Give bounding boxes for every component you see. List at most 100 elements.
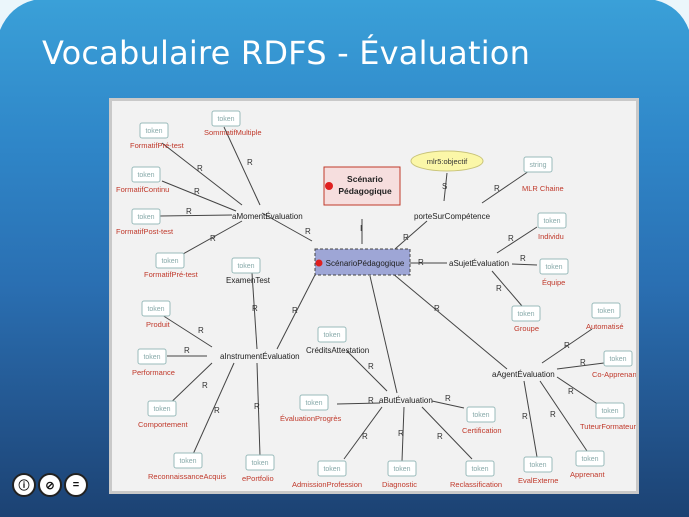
- edge-abut-certif: [431, 400, 465, 409]
- edge-credits-abut: [346, 350, 388, 392]
- svg-text:token: token: [393, 466, 410, 473]
- svg-text:string: string: [529, 162, 546, 169]
- svg-text:token: token: [145, 128, 162, 135]
- label-automatise: Automatisé: [586, 322, 624, 331]
- svg-text:token: token: [471, 466, 488, 473]
- label-formatif-pre1: FormatifPré-test: [130, 141, 185, 150]
- token-groupe: token: [511, 305, 541, 322]
- label-tuteur: TuteurFormateur: [580, 422, 636, 431]
- cc-nc-icon: ⊘: [38, 473, 62, 497]
- svg-text:token: token: [529, 462, 546, 469]
- label-eportfolio: ePortfolio: [242, 474, 274, 483]
- token-post: token: [131, 208, 161, 225]
- edge-aagent-apprenant: [539, 380, 588, 452]
- token-certification: token: [466, 406, 496, 423]
- cc-nd-icon: =: [64, 473, 88, 497]
- token-cont: token: [131, 166, 161, 183]
- svg-text:token: token: [609, 356, 626, 363]
- token-admission: token: [317, 460, 347, 477]
- token-eportfolio: token: [245, 454, 275, 471]
- token-progres: token: [299, 394, 329, 411]
- token-tuteur: token: [595, 402, 625, 419]
- svg-text:token: token: [323, 332, 340, 339]
- edge-abut-diagnostic: [401, 406, 405, 462]
- label-formatif-pre2: FormatifPré-test: [144, 270, 199, 279]
- edge-center-amoment: [261, 212, 313, 242]
- token-equipe: token: [539, 258, 569, 275]
- label-apprenant: Apprenant: [570, 470, 606, 479]
- svg-text:token: token: [153, 406, 170, 413]
- token-performance: token: [137, 348, 167, 365]
- edge-label-r5: R: [197, 164, 203, 173]
- rdfs-diagram: R I R R R R R R R S R R R R R R R R R R: [109, 98, 639, 494]
- value-labels: SommatifMultiple FormatifPré-test Format…: [116, 128, 636, 489]
- edge-label-r1: R: [305, 227, 311, 236]
- edge-ainstr-produit: [161, 314, 213, 348]
- edge-abut-admission: [343, 406, 383, 460]
- token-comportement: token: [147, 400, 177, 417]
- edge-label-r16: R: [184, 346, 190, 355]
- edge-label-r12: R: [496, 284, 502, 293]
- edge-center-ainstrument: [276, 270, 318, 350]
- label-diagnostic: Diagnostic: [382, 480, 417, 489]
- edge-label-r23: R: [445, 394, 451, 403]
- edge-label-r9: R: [494, 184, 500, 193]
- svg-text:token: token: [581, 456, 598, 463]
- svg-text:token: token: [161, 258, 178, 265]
- svg-text:token: token: [137, 172, 154, 179]
- edge-label-r25: R: [398, 429, 404, 438]
- label-credits: CréditsAttestation: [306, 346, 369, 355]
- edge-center-aagent: [391, 272, 508, 370]
- token-pre2: token: [155, 252, 185, 269]
- edge-amoment-pre1: [161, 142, 243, 206]
- edge-amoment-cont: [161, 180, 237, 212]
- edge-asujet-equipe: [511, 263, 538, 266]
- label-formatif-post: FormatifPost-test: [116, 227, 174, 236]
- scenario-center-node[interactable]: ScénarioPédagogique: [314, 248, 411, 276]
- token-boxes: token token token token token: [131, 110, 633, 477]
- node-amoment: aMomentÉvaluation: [232, 212, 303, 221]
- label-reclassification: Reclassification: [450, 480, 502, 489]
- edge-amoment-pre2: [173, 220, 243, 260]
- edge-aagent-evalext: [523, 380, 538, 458]
- svg-text:token: token: [472, 412, 489, 419]
- edge-label-r24: R: [362, 432, 368, 441]
- svg-text:token: token: [237, 263, 254, 270]
- label-evaluation-progres: ÉvaluationProgrès: [280, 414, 342, 423]
- edge-label-r29: R: [568, 387, 574, 396]
- label-sommatif: SommatifMultiple: [204, 128, 262, 137]
- svg-text:token: token: [251, 460, 268, 467]
- node-abut: aButÉvaluation: [379, 396, 433, 405]
- token-automatise: token: [591, 302, 621, 319]
- license-badges: ⓘ ⊘ =: [12, 472, 88, 498]
- scenario-class-node[interactable]: Scénario Pédagogique: [323, 166, 401, 206]
- edge-label-r31: R: [550, 410, 556, 419]
- node-aagent: aAgentÉvaluation: [492, 370, 555, 379]
- label-produit: Produit: [146, 320, 171, 329]
- token-coapprenant: token: [603, 350, 633, 367]
- node-asujet: aSujetÉvaluation: [449, 259, 509, 268]
- edge-aagent-auto: [541, 328, 593, 364]
- label-mlr-chaine: MLR Chaine: [522, 184, 564, 193]
- red-dot-icon: [325, 182, 333, 190]
- center-label: ScénarioPédagogique: [326, 259, 405, 268]
- edge-label-r21: R: [434, 304, 440, 313]
- label-reconnaissance: ReconnaissanceAcquis: [148, 472, 226, 481]
- label-individu: Individu: [538, 232, 564, 241]
- label-formatif-cont: FormatifContinu: [116, 185, 169, 194]
- edge-asujet-groupe: [491, 270, 523, 307]
- objectif-node[interactable]: mlr5:objectif: [410, 150, 484, 172]
- svg-text:token: token: [179, 458, 196, 465]
- edge-ainstr-eportfolio: [256, 362, 261, 457]
- edge-center-abut: [369, 275, 398, 394]
- token-examen: token: [231, 257, 261, 274]
- edge-label-r6: R: [194, 187, 200, 196]
- edge-label-r30: R: [522, 412, 528, 421]
- edge-asujet-individu: [496, 226, 538, 254]
- token-individu: token: [537, 212, 567, 229]
- edge-label-r28: R: [580, 358, 586, 367]
- svg-text:token: token: [305, 400, 322, 407]
- token-apprenant: token: [575, 450, 605, 467]
- token-string: string: [523, 156, 553, 173]
